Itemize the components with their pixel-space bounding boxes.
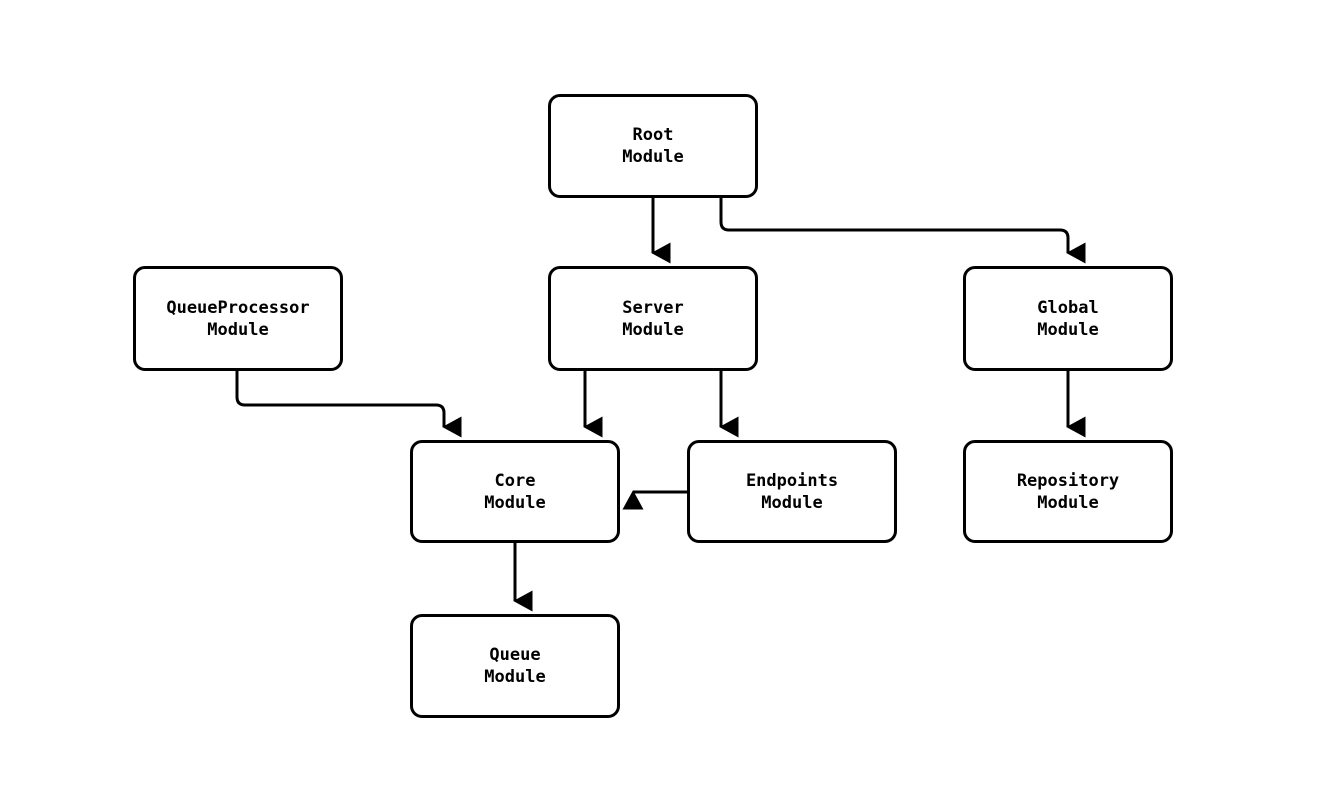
node-root[interactable]: Root Module [548, 94, 758, 198]
node-core-label: Core Module [484, 470, 546, 513]
node-queueprocessor-label: QueueProcessor Module [166, 297, 310, 340]
node-queue-label: Queue Module [484, 645, 546, 687]
node-queue[interactable]: Queue Module [410, 614, 620, 718]
edge-root-global [719, 198, 1086, 264]
node-root-label: Root Module [622, 125, 684, 167]
node-server[interactable]: Server Module [548, 266, 758, 371]
node-queueprocessor[interactable]: QueueProcessor Module [133, 266, 343, 371]
node-server-label: Server Module [622, 297, 684, 340]
node-endpoints[interactable]: Endpoints Module [687, 440, 897, 543]
node-repository-label: Repository Module [1016, 470, 1120, 513]
node-core[interactable]: Core Module [410, 440, 620, 543]
edge-queueprocessor-core [235, 371, 462, 438]
node-global[interactable]: Global Module [963, 266, 1173, 371]
node-endpoints-label: Endpoints Module [745, 470, 839, 513]
node-global-label: Global Module [1037, 297, 1099, 340]
node-repository[interactable]: Repository Module [963, 440, 1173, 543]
